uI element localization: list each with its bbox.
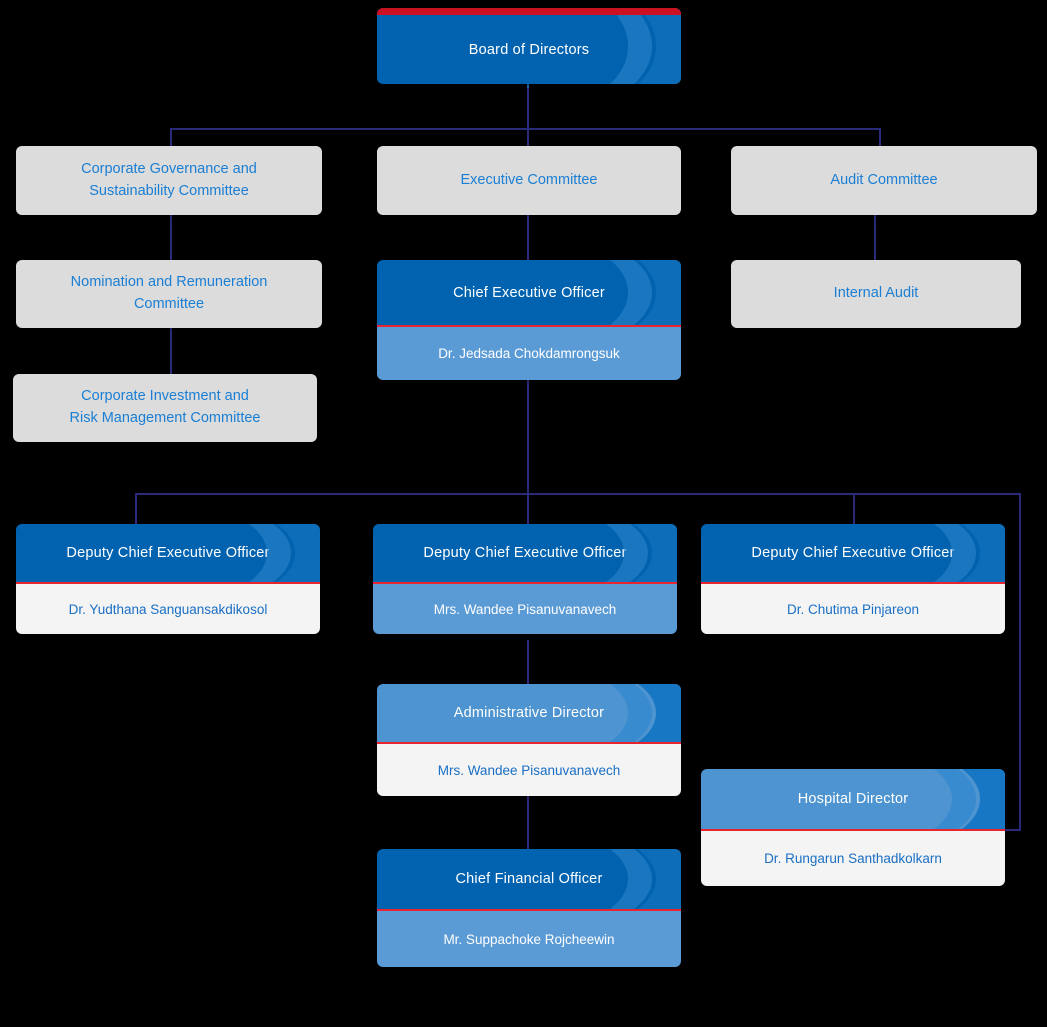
connector-dceo-admin [527, 640, 529, 685]
connector-drop-dceo-center [527, 493, 529, 525]
admin-director-name: Mrs. Wandee Pisanuvanavech [377, 744, 681, 796]
board-title-text: Board of Directors [468, 41, 590, 58]
admin-director-title-text: Administrative Director [453, 705, 605, 721]
node-hospital-director[interactable]: Hospital Director Dr. Rungarun Santhadko… [701, 769, 1005, 886]
connector-drop-dceo-right [853, 493, 855, 525]
node-corporate-investment-committee[interactable]: Corporate Investment and Risk Management… [13, 374, 317, 442]
hospital-director-red-divider [701, 829, 1005, 831]
ceo-name: Dr. Jedsada Chokdamrongsuk [377, 327, 681, 380]
dceo-left-name: Dr. Yudthana Sanguansakdikosol [16, 584, 320, 634]
dceo-center-title-band: Deputy Chief Executive Officer [373, 524, 677, 582]
node-corporate-governance-committee[interactable]: Corporate Governance and Sustainability … [16, 146, 322, 215]
connector-ceo-down [527, 380, 529, 495]
cfo-red-divider [377, 909, 681, 911]
connector-auditcomm-internalaudit [874, 213, 876, 262]
chevron-swoosh-icon [576, 8, 681, 84]
connector-tier2-bus [135, 493, 1021, 495]
corporate-governance-line2: Sustainability Committee [89, 182, 249, 199]
connector-admin-cfo [527, 795, 529, 849]
dceo-right-title-band: Deputy Chief Executive Officer [701, 524, 1005, 582]
connector-board-stub [527, 82, 529, 92]
audit-committee-label: Audit Committee [830, 171, 938, 188]
connector-nomination-investment [170, 326, 172, 375]
connector-drop-corp-gov [170, 128, 172, 148]
dceo-right-title-text: Deputy Chief Executive Officer [751, 545, 955, 561]
connector-execcomm-ceo [527, 213, 529, 262]
node-executive-committee[interactable]: Executive Committee [377, 146, 681, 215]
node-deputy-ceo-left[interactable]: Deputy Chief Executive Officer Dr. Yudth… [16, 524, 320, 634]
node-deputy-ceo-center[interactable]: Deputy Chief Executive Officer Mrs. Wand… [373, 524, 677, 634]
node-audit-committee[interactable]: Audit Committee [731, 146, 1037, 215]
cfo-title-text: Chief Financial Officer [455, 871, 603, 887]
admin-director-title-band: Administrative Director [377, 684, 681, 742]
dceo-center-title-text: Deputy Chief Executive Officer [423, 545, 627, 561]
dceo-left-title-text: Deputy Chief Executive Officer [66, 545, 270, 561]
board-red-accent [377, 8, 681, 15]
node-deputy-ceo-right[interactable]: Deputy Chief Executive Officer Dr. Chuti… [701, 524, 1005, 634]
hospital-director-title-band: Hospital Director [701, 769, 1005, 829]
executive-committee-label: Executive Committee [460, 171, 598, 188]
admin-director-red-divider [377, 742, 681, 744]
node-chief-executive-officer[interactable]: Chief Executive Officer Dr. Jedsada Chok… [377, 260, 681, 380]
nomination-line1: Nomination and Remuneration [70, 274, 268, 291]
connector-corpgov-nomination [170, 213, 172, 262]
node-chief-financial-officer[interactable]: Chief Financial Officer Mr. Suppachoke R… [377, 849, 681, 967]
connector-board-down [527, 88, 529, 130]
corporate-investment-line2: Risk Management Committee [69, 410, 261, 426]
connector-tier1-bus [170, 128, 881, 130]
board-title-band: Board of Directors [377, 8, 681, 84]
chevron-swoosh-icon [900, 769, 1005, 829]
hospital-director-name: Dr. Rungarun Santhadkolkarn [701, 831, 1005, 886]
connector-rail-hospital [1019, 493, 1021, 830]
dceo-center-red-divider [373, 582, 677, 584]
node-administrative-director[interactable]: Administrative Director Mrs. Wandee Pisa… [377, 684, 681, 796]
ceo-title-text: Chief Executive Officer [453, 284, 605, 301]
connector-drop-audit-comm [879, 128, 881, 148]
connector-drop-dceo-left [135, 493, 137, 525]
dceo-left-title-band: Deputy Chief Executive Officer [16, 524, 320, 582]
node-nomination-remuneration-committee[interactable]: Nomination and Remuneration Committee [16, 260, 322, 328]
corporate-investment-line1: Corporate Investment and [81, 388, 249, 405]
nomination-line2: Committee [133, 296, 205, 312]
ceo-title-band: Chief Executive Officer [377, 260, 681, 325]
hospital-director-title-text: Hospital Director [797, 791, 909, 807]
ceo-red-divider [377, 325, 681, 327]
connector-drop-exec-comm [527, 128, 529, 148]
cfo-name: Mr. Suppachoke Rojcheewin [377, 911, 681, 967]
cfo-title-band: Chief Financial Officer [377, 849, 681, 909]
dceo-right-name: Dr. Chutima Pinjareon [701, 584, 1005, 634]
node-internal-audit[interactable]: Internal Audit [731, 260, 1021, 328]
dceo-center-name: Mrs. Wandee Pisanuvanavech [373, 584, 677, 634]
corporate-governance-line1: Corporate Governance and [81, 160, 257, 177]
dceo-left-red-divider [16, 582, 320, 584]
dceo-right-red-divider [701, 582, 1005, 584]
node-board-of-directors[interactable]: Board of Directors [377, 8, 681, 84]
internal-audit-label: Internal Audit [833, 285, 919, 302]
connector-rail-hospital-in [1005, 829, 1021, 831]
